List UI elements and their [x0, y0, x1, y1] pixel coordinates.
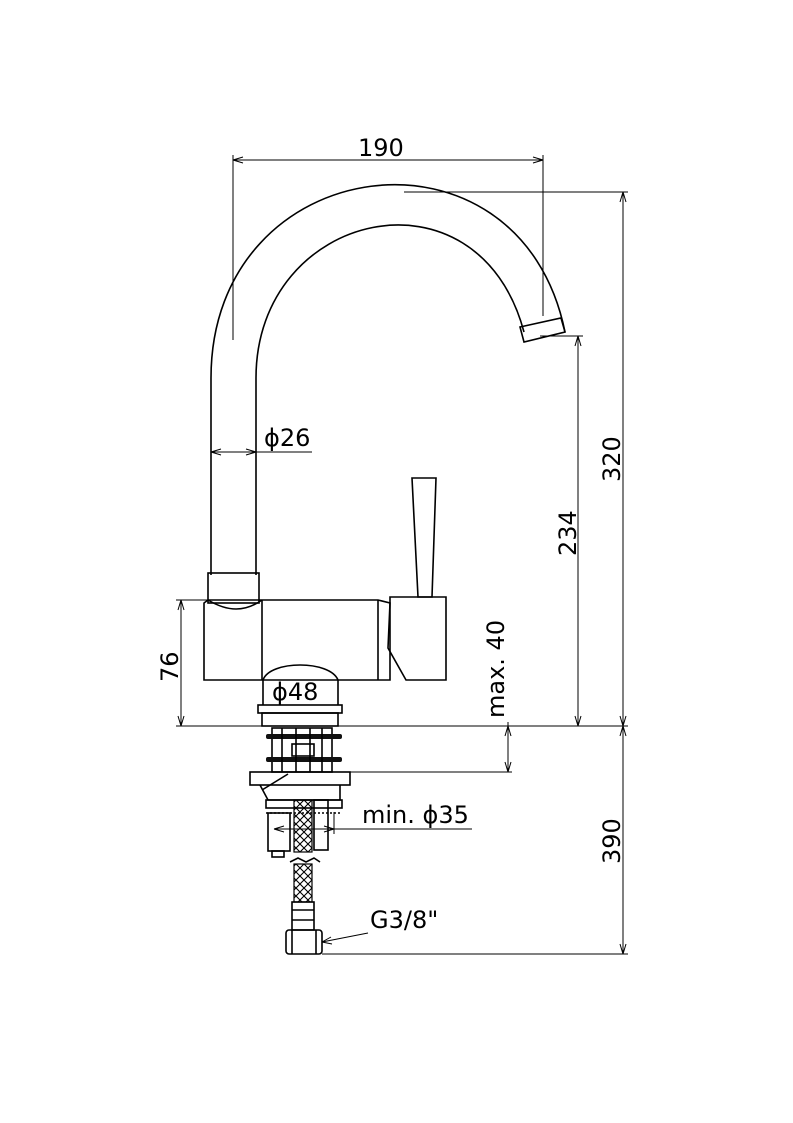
braided-hose-upper: [293, 799, 313, 853]
dim-body-height: [176, 599, 208, 727]
clamp-bracket: [259, 784, 341, 801]
dim-outlet-height: [540, 335, 583, 727]
lever-handle: [411, 477, 437, 598]
handle-housing: [387, 596, 447, 681]
o-ring-top: [266, 734, 342, 739]
supply-tube-left: [267, 812, 291, 852]
braided-hose-lower: [293, 863, 313, 903]
base-plate: [257, 704, 343, 714]
mounting-assembly: [249, 727, 351, 955]
dim-min-hole: [273, 812, 472, 834]
label-body-height: 76: [156, 651, 184, 682]
dim-total-height: [404, 191, 628, 727]
label-below-deck: 390: [598, 818, 626, 864]
clamp-plate: [249, 771, 351, 786]
label-pipe-diameter: ϕ26: [264, 424, 310, 452]
label-spout-reach: 190: [358, 134, 404, 162]
label-total-height: 320: [598, 436, 626, 482]
spout-outer: [210, 184, 566, 575]
o-ring-bottom: [266, 757, 342, 762]
hose-ferrule: [291, 901, 315, 931]
label-max-thickness: max. 40: [482, 620, 510, 718]
spout-inner: [255, 224, 525, 575]
spout-collar: [207, 572, 260, 604]
dim-below-deck: [322, 725, 628, 955]
label-base-diameter: ϕ48: [272, 678, 318, 706]
dim-max-thickness: [350, 722, 512, 773]
label-outlet-height: 234: [554, 510, 582, 556]
mixer-body: [203, 599, 391, 681]
label-min-hole: min. ϕ35: [362, 801, 469, 829]
spout-tip: [519, 317, 566, 343]
deck-gasket: [261, 712, 339, 727]
dim-connection-leader: [321, 932, 369, 945]
label-connection: G3/8": [370, 906, 438, 934]
faucet-outline: [203, 184, 566, 727]
dim-pipe-diameter: [210, 448, 312, 456]
base-arch: [262, 664, 339, 705]
dim-spout-reach: [232, 155, 544, 340]
